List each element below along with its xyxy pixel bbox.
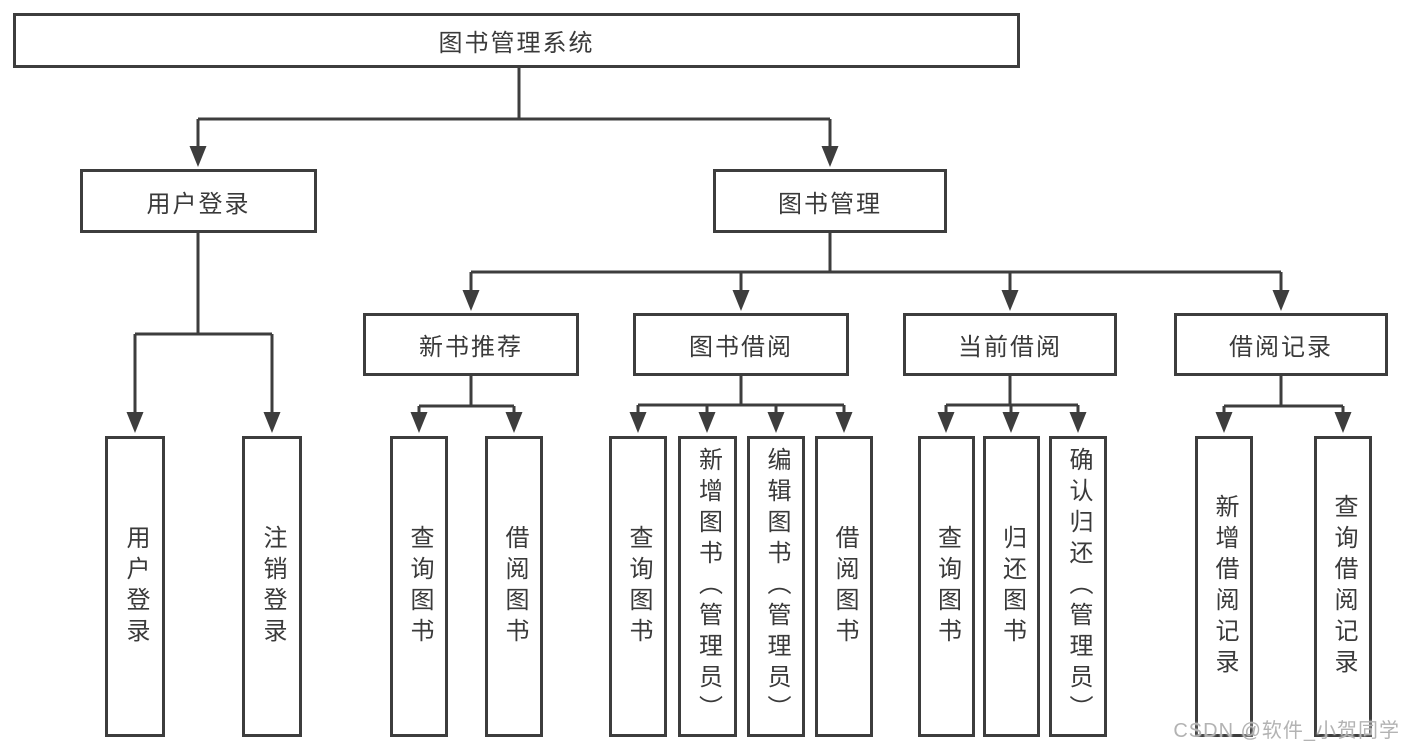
node-library-system-label: 图书管理系统 — [438, 30, 595, 57]
leaf-borrow-books-borrowing: 借阅图书 — [815, 436, 873, 737]
node-current-borrowing: 当前借阅 — [903, 313, 1117, 376]
node-book-borrowing: 图书借阅 — [633, 313, 849, 376]
node-user-login-label: 用户登录 — [146, 190, 251, 218]
leaf-query-books-borrowing: 查询图书 — [609, 436, 667, 737]
leaf-user-login-label: 用户登录 — [122, 524, 149, 649]
leaf-add-borrow-record-label: 新增借阅记录 — [1211, 493, 1238, 680]
leaf-logout-label: 注销登录 — [259, 524, 286, 649]
leaf-borrow-books-recommend-label: 借阅图书 — [501, 524, 528, 649]
leaf-query-books-borrowing-label: 查询图书 — [625, 524, 652, 649]
node-borrowing-records-label: 借阅记录 — [1229, 334, 1333, 361]
node-book-management-label: 图书管理 — [778, 190, 882, 218]
leaf-add-book-admin: 新增图书（管理员） — [678, 436, 737, 737]
leaf-query-borrow-record: 查询借阅记录 — [1314, 436, 1372, 737]
node-new-book-recommendation: 新书推荐 — [363, 313, 579, 376]
node-current-borrowing-label: 当前借阅 — [958, 334, 1062, 361]
node-new-book-recommendation-label: 新书推荐 — [419, 334, 523, 361]
leaf-edit-book-admin-label: 编辑图书（管理员） — [763, 447, 790, 726]
leaf-return-book-label: 归还图书 — [998, 524, 1026, 649]
leaf-add-book-admin-label: 新增图书（管理员） — [694, 447, 722, 726]
node-library-system: 图书管理系统 — [13, 13, 1020, 68]
leaf-query-books-recommend-label: 查询图书 — [406, 524, 433, 649]
leaf-query-borrow-record-label: 查询借阅记录 — [1330, 493, 1357, 680]
leaf-borrow-books-recommend: 借阅图书 — [485, 436, 543, 737]
leaf-confirm-return-admin-label: 确认归还（管理员） — [1065, 447, 1092, 726]
leaf-return-book: 归还图书 — [983, 436, 1040, 737]
csdn-watermark: CSDN @软件_小贺同学 — [1173, 720, 1400, 742]
leaf-add-borrow-record: 新增借阅记录 — [1195, 436, 1253, 737]
leaf-user-login: 用户登录 — [105, 436, 165, 737]
node-book-borrowing-label: 图书借阅 — [689, 334, 793, 361]
node-book-management: 图书管理 — [713, 169, 947, 233]
leaf-logout: 注销登录 — [242, 436, 302, 737]
leaf-edit-book-admin: 编辑图书（管理员） — [747, 436, 805, 737]
leaf-query-books-current: 查询图书 — [918, 436, 975, 737]
leaf-query-books-recommend: 查询图书 — [390, 436, 448, 737]
node-user-login: 用户登录 — [80, 169, 317, 233]
leaf-query-books-current-label: 查询图书 — [933, 524, 961, 649]
node-borrowing-records: 借阅记录 — [1174, 313, 1388, 376]
leaf-confirm-return-admin: 确认归还（管理员） — [1049, 436, 1107, 737]
arrowheads — [126, 146, 1352, 433]
leaf-borrow-books-borrowing-label: 借阅图书 — [831, 524, 858, 649]
